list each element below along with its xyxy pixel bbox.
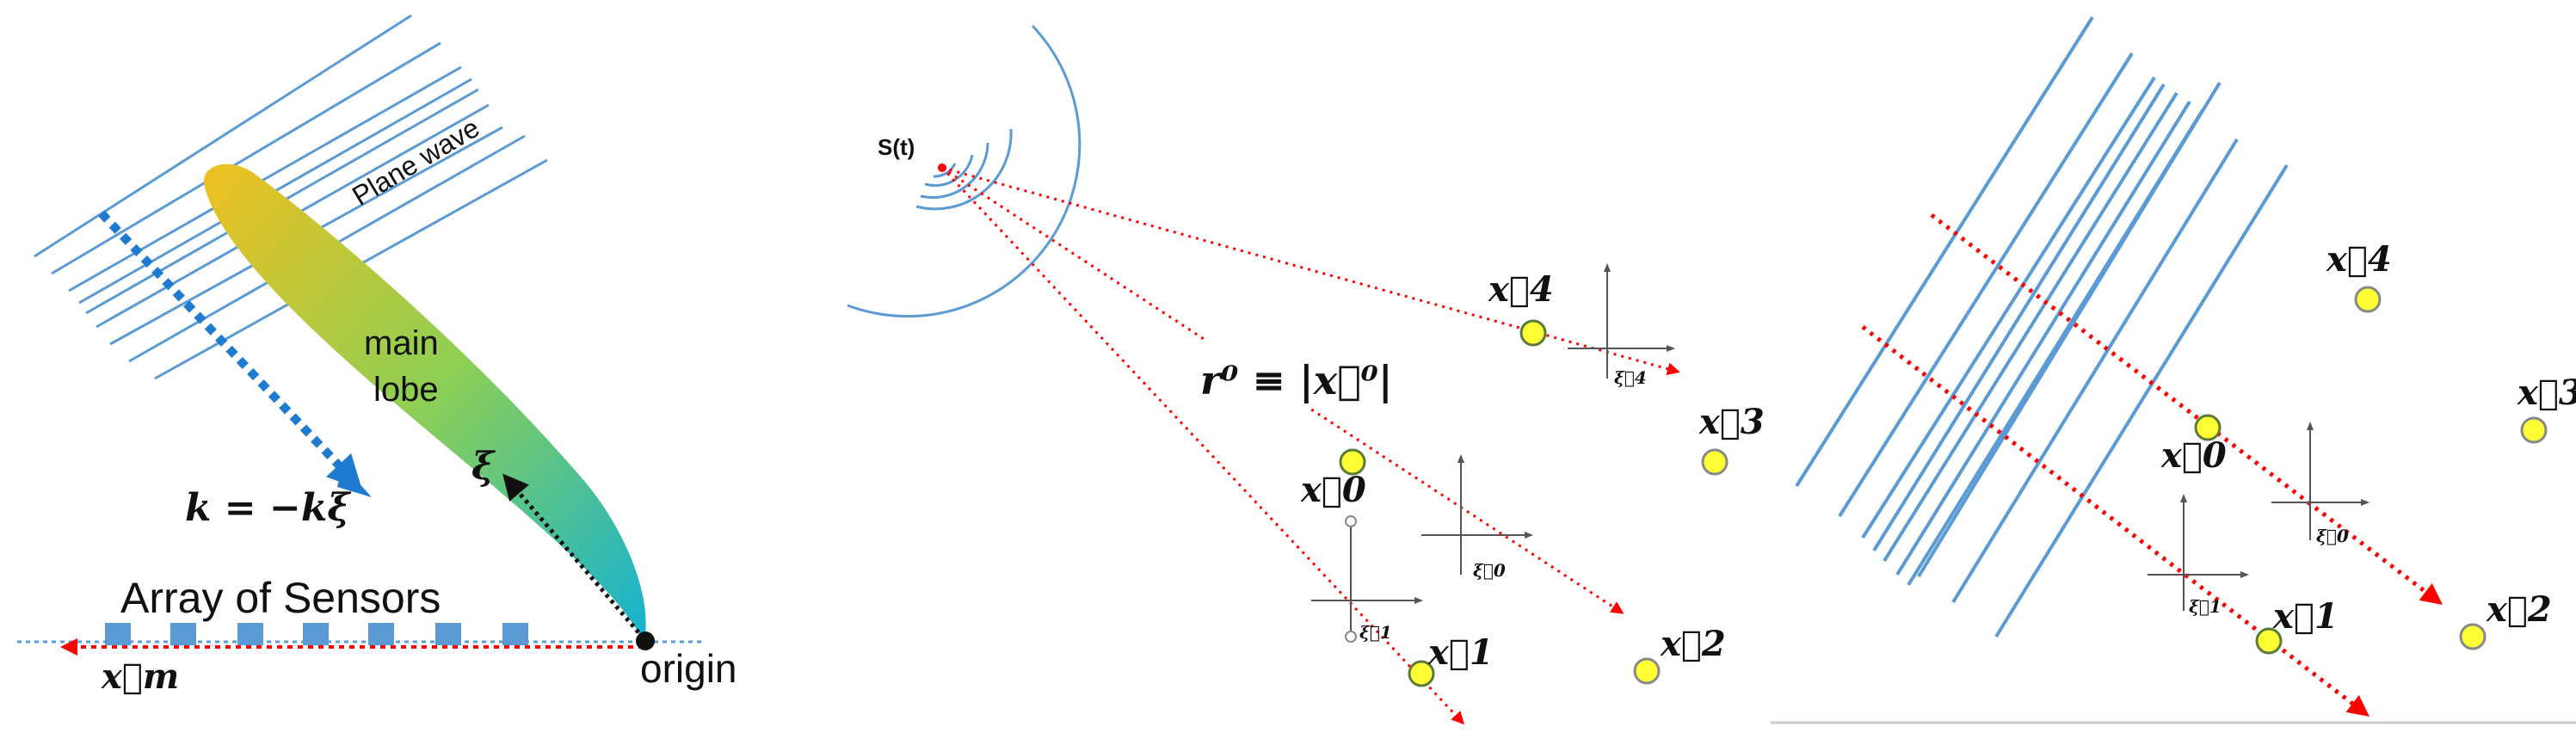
r0-label: r⁰ ≡ |x⃗⁰| [1200, 357, 1393, 403]
x3-label: x⃗3 [1698, 402, 1765, 442]
sensor-x4 [1519, 319, 1547, 347]
local-axes-xi4 [1568, 263, 1675, 379]
local-axes-xi0 [1421, 454, 1533, 575]
origin-point [636, 631, 655, 650]
x4-label: x⃗4 [2326, 239, 2392, 280]
plane-wave-lines [34, 14, 548, 380]
panel-1-beam-pattern: Plane wave main lobe ξ k = −kξ Array of … [17, 14, 737, 697]
sensors [1339, 319, 1729, 687]
ray-through-x0 [1930, 213, 2443, 606]
array-of-sensors-label: Array of Sensors [120, 574, 441, 622]
main-lobe [203, 163, 646, 644]
local-axes-xi1 [2148, 494, 2249, 611]
xm-label: x⃗m [101, 656, 179, 697]
sensor-x0 [2194, 414, 2222, 441]
x1-label: x⃗1 [2272, 596, 2339, 637]
sensor-x1 [1408, 660, 1435, 687]
xi1-label: ξ⃗1 [1359, 622, 1392, 643]
k-arrow-head [337, 465, 372, 497]
sensor-x3 [2520, 416, 2548, 444]
sensor-x2 [2459, 623, 2487, 650]
sensor-x1 [2255, 627, 2283, 655]
main-lobe-label-line2: lobe [373, 371, 439, 409]
sensor-square [105, 623, 131, 645]
panel-2-spherical-source: S(t) r⁰ ≡ |x⃗⁰| ξ⃗4 ξ⃗0 ξ⃗1 [847, 24, 1765, 725]
k-equation-label: k = −kξ [185, 486, 351, 530]
xi1-label: ξ⃗1 [2189, 596, 2222, 617]
propagation-rays [940, 166, 1680, 725]
xi0-label: ξ⃗0 [1473, 560, 1506, 581]
axis-end-dot [1345, 631, 1357, 643]
plane-wavefronts [1795, 15, 2289, 638]
x0-label: x⃗0 [1300, 470, 1366, 510]
sensor-square [303, 623, 329, 645]
xi-label: ξ [471, 445, 496, 489]
xi4-label: ξ⃗4 [1614, 367, 1647, 388]
x2-label: x⃗2 [2486, 589, 2552, 630]
ray-to-x4 [941, 166, 1680, 376]
ray-through-x1 [1861, 325, 2370, 717]
xi0-label: ξ⃗0 [2316, 526, 2349, 546]
sensor-x2 [1633, 657, 1661, 685]
origin-label: origin [640, 646, 737, 691]
sensor-x4 [2354, 286, 2382, 313]
propagation-rays [1861, 213, 2443, 717]
ray-to-x1 [940, 166, 1465, 725]
main-lobe-label-line1: main [364, 324, 439, 362]
panel-3-plane-wave-sensors: ξ⃗0 ξ⃗1 x⃗0 x⃗1 x⃗2 x⃗3 x⃗4 [1771, 15, 2576, 724]
x1-label: x⃗1 [1427, 632, 1494, 673]
source-label: S(t) [878, 134, 915, 160]
x4-label: x⃗4 [1488, 269, 1554, 310]
x0-label: x⃗0 [2160, 435, 2227, 476]
x2-label: x⃗2 [1660, 624, 1726, 664]
spherical-wavefronts [847, 24, 1082, 318]
sensor-x0 [1339, 448, 1366, 476]
sensor-x3 [1701, 448, 1729, 476]
x3-label: x⃗3 [2517, 373, 2576, 413]
sensors [2194, 286, 2548, 655]
local-axes-xi0 [2271, 422, 2370, 540]
sensor-square [502, 623, 528, 645]
local-axes-xi1 [1311, 521, 1423, 641]
axis-end-dot [1345, 515, 1357, 527]
r0-label-background [1192, 340, 1372, 409]
